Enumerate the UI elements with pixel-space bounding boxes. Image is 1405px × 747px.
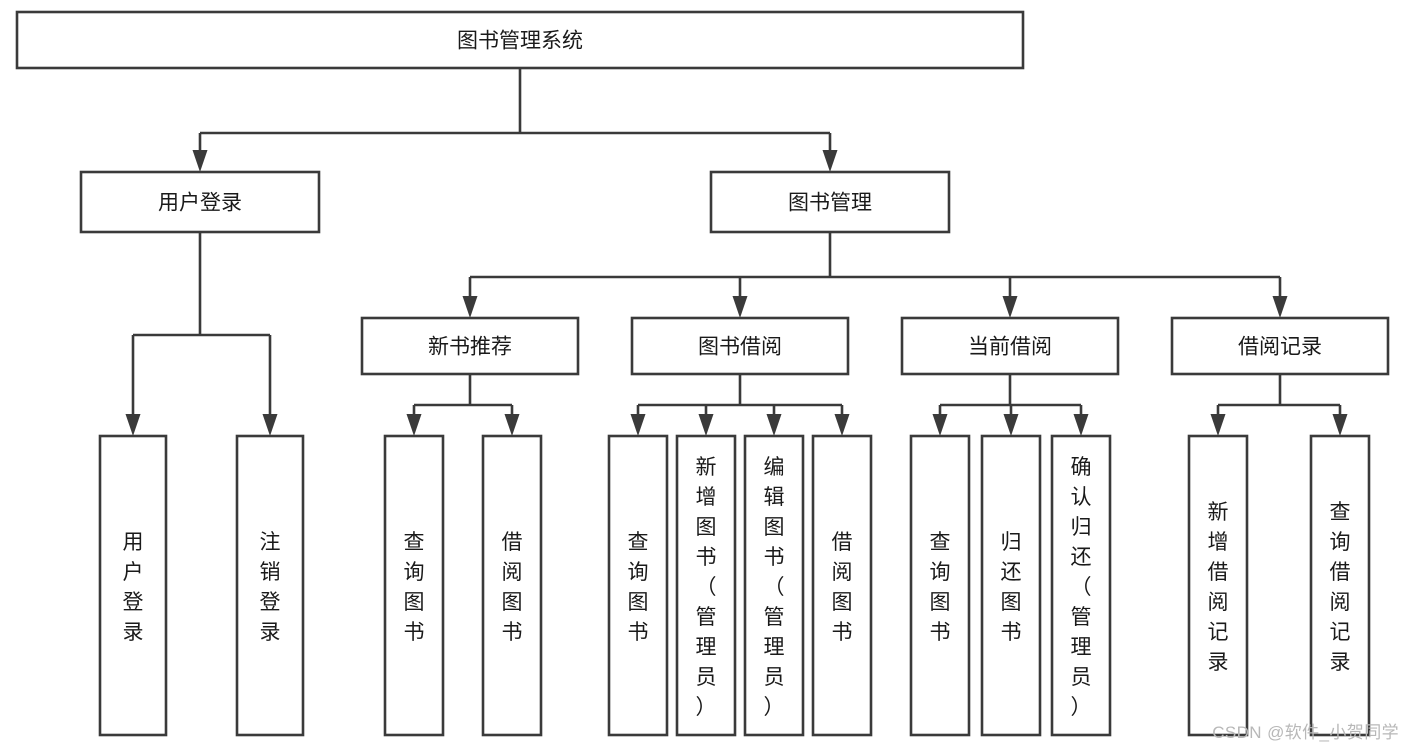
node-box-leaf-logout[interactable] xyxy=(235,434,305,737)
arrowhead-icon xyxy=(406,414,422,436)
arrowhead-icon xyxy=(932,414,948,436)
arrowhead-icon xyxy=(192,150,208,172)
connector-bookborrow-to-leaves xyxy=(630,374,850,436)
connector-bookmanage-to-level3 xyxy=(462,232,1288,318)
node-leaf-borrow-book-1[interactable]: 借阅图书 xyxy=(481,434,543,737)
node-label-leaf-query-record: 查询借阅记录 xyxy=(1330,501,1351,674)
node-leaf-add-record[interactable]: 新增借阅记录 xyxy=(1187,434,1249,737)
node-book-borrow[interactable]: 图书借阅 xyxy=(630,316,850,376)
node-leaf-query-book-1[interactable]: 查询图书 xyxy=(383,434,445,737)
node-label-leaf-query-book-1: 查询图书 xyxy=(404,531,425,644)
connector-layer xyxy=(125,68,1348,436)
arrowhead-icon xyxy=(630,414,646,436)
node-layer: 图书管理系统用户登录图书管理新书推荐图书借阅当前借阅借阅记录用户登录注销登录查询… xyxy=(15,10,1390,737)
node-box-leaf-add-book[interactable] xyxy=(675,434,737,737)
arrowhead-icon xyxy=(698,414,714,436)
arrowhead-icon xyxy=(822,150,838,172)
node-current-borrow[interactable]: 当前借阅 xyxy=(900,316,1120,376)
arrowhead-icon xyxy=(834,414,850,436)
csdn-watermark: CSDN @软件_小贺同学 xyxy=(1212,723,1399,742)
arrowhead-icon xyxy=(504,414,520,436)
connector-userlogin-to-leaves xyxy=(125,232,278,436)
node-label-leaf-borrow-book-2: 借阅图书 xyxy=(832,531,853,644)
node-leaf-query-book-3[interactable]: 查询图书 xyxy=(909,434,971,737)
connector-newbook-to-leaves xyxy=(406,374,520,436)
node-label-leaf-return-book: 归还图书 xyxy=(1001,531,1022,644)
node-root[interactable]: 图书管理系统 xyxy=(15,10,1025,70)
node-label-root: 图书管理系统 xyxy=(457,30,583,53)
node-box-book-manage[interactable] xyxy=(709,170,951,234)
node-box-leaf-edit-book[interactable] xyxy=(743,434,805,737)
node-label-book-manage: 图书管理 xyxy=(788,192,872,215)
node-leaf-query-book-2[interactable]: 查询图书 xyxy=(607,434,669,737)
node-leaf-edit-book[interactable]: 编辑图书（管理员） xyxy=(743,434,805,737)
arrowhead-icon xyxy=(1210,414,1226,436)
node-box-book-borrow[interactable] xyxy=(630,316,850,376)
node-box-leaf-add-record[interactable] xyxy=(1187,434,1249,737)
node-box-leaf-borrow-book-1[interactable] xyxy=(481,434,543,737)
connector-root-to-level2 xyxy=(192,68,838,172)
node-label-user-login: 用户登录 xyxy=(158,192,242,215)
node-leaf-logout[interactable]: 注销登录 xyxy=(235,434,305,737)
arrowhead-icon xyxy=(1332,414,1348,436)
connector-currentborrow-to-leaves xyxy=(932,374,1089,436)
node-box-user-login[interactable] xyxy=(79,170,321,234)
node-borrow-record[interactable]: 借阅记录 xyxy=(1170,316,1390,376)
node-book-manage[interactable]: 图书管理 xyxy=(709,170,951,234)
arrowhead-icon xyxy=(262,414,278,436)
node-new-book-rec[interactable]: 新书推荐 xyxy=(360,316,580,376)
node-leaf-query-record[interactable]: 查询借阅记录 xyxy=(1309,434,1371,737)
node-label-leaf-logout: 注销登录 xyxy=(260,531,281,644)
node-label-current-borrow: 当前借阅 xyxy=(968,336,1052,359)
arrowhead-icon xyxy=(1073,414,1089,436)
node-label-leaf-edit-book: 编辑图书（管理员） xyxy=(764,456,785,719)
node-leaf-add-book[interactable]: 新增图书（管理员） xyxy=(675,434,737,737)
node-label-leaf-query-book-3: 查询图书 xyxy=(930,531,951,644)
node-label-leaf-add-book: 新增图书（管理员） xyxy=(696,456,717,719)
node-label-leaf-query-book-2: 查询图书 xyxy=(628,531,649,644)
node-box-leaf-confirm-return[interactable] xyxy=(1050,434,1112,737)
node-box-leaf-query-book-2[interactable] xyxy=(607,434,669,737)
node-box-leaf-return-book[interactable] xyxy=(980,434,1042,737)
node-box-borrow-record[interactable] xyxy=(1170,316,1390,376)
node-label-leaf-confirm-return: 确认归还（管理员） xyxy=(1071,456,1092,719)
node-box-current-borrow[interactable] xyxy=(900,316,1120,376)
node-box-new-book-rec[interactable] xyxy=(360,316,580,376)
arrowhead-icon xyxy=(1272,296,1288,318)
node-box-leaf-user-login[interactable] xyxy=(98,434,168,737)
node-label-leaf-add-record: 新增借阅记录 xyxy=(1208,501,1229,674)
node-leaf-user-login[interactable]: 用户登录 xyxy=(98,434,168,737)
node-label-borrow-record: 借阅记录 xyxy=(1238,336,1322,359)
node-leaf-confirm-return[interactable]: 确认归还（管理员） xyxy=(1050,434,1112,737)
node-box-root[interactable] xyxy=(15,10,1025,70)
arrowhead-icon xyxy=(125,414,141,436)
connector-borrowrecord-to-leaves xyxy=(1210,374,1348,436)
node-box-leaf-query-book-3[interactable] xyxy=(909,434,971,737)
node-leaf-borrow-book-2[interactable]: 借阅图书 xyxy=(811,434,873,737)
arrowhead-icon xyxy=(462,296,478,318)
arrowhead-icon xyxy=(732,296,748,318)
node-box-leaf-query-record[interactable] xyxy=(1309,434,1371,737)
node-user-login[interactable]: 用户登录 xyxy=(79,170,321,234)
node-label-new-book-rec: 新书推荐 xyxy=(428,336,512,359)
node-box-leaf-query-book-1[interactable] xyxy=(383,434,445,737)
node-label-leaf-user-login: 用户登录 xyxy=(123,531,144,644)
node-label-book-borrow: 图书借阅 xyxy=(698,336,782,359)
arrowhead-icon xyxy=(1002,296,1018,318)
node-label-leaf-borrow-book-1: 借阅图书 xyxy=(502,531,523,644)
node-box-leaf-borrow-book-2[interactable] xyxy=(811,434,873,737)
node-leaf-return-book[interactable]: 归还图书 xyxy=(980,434,1042,737)
arrowhead-icon xyxy=(1003,414,1019,436)
arrowhead-icon xyxy=(766,414,782,436)
